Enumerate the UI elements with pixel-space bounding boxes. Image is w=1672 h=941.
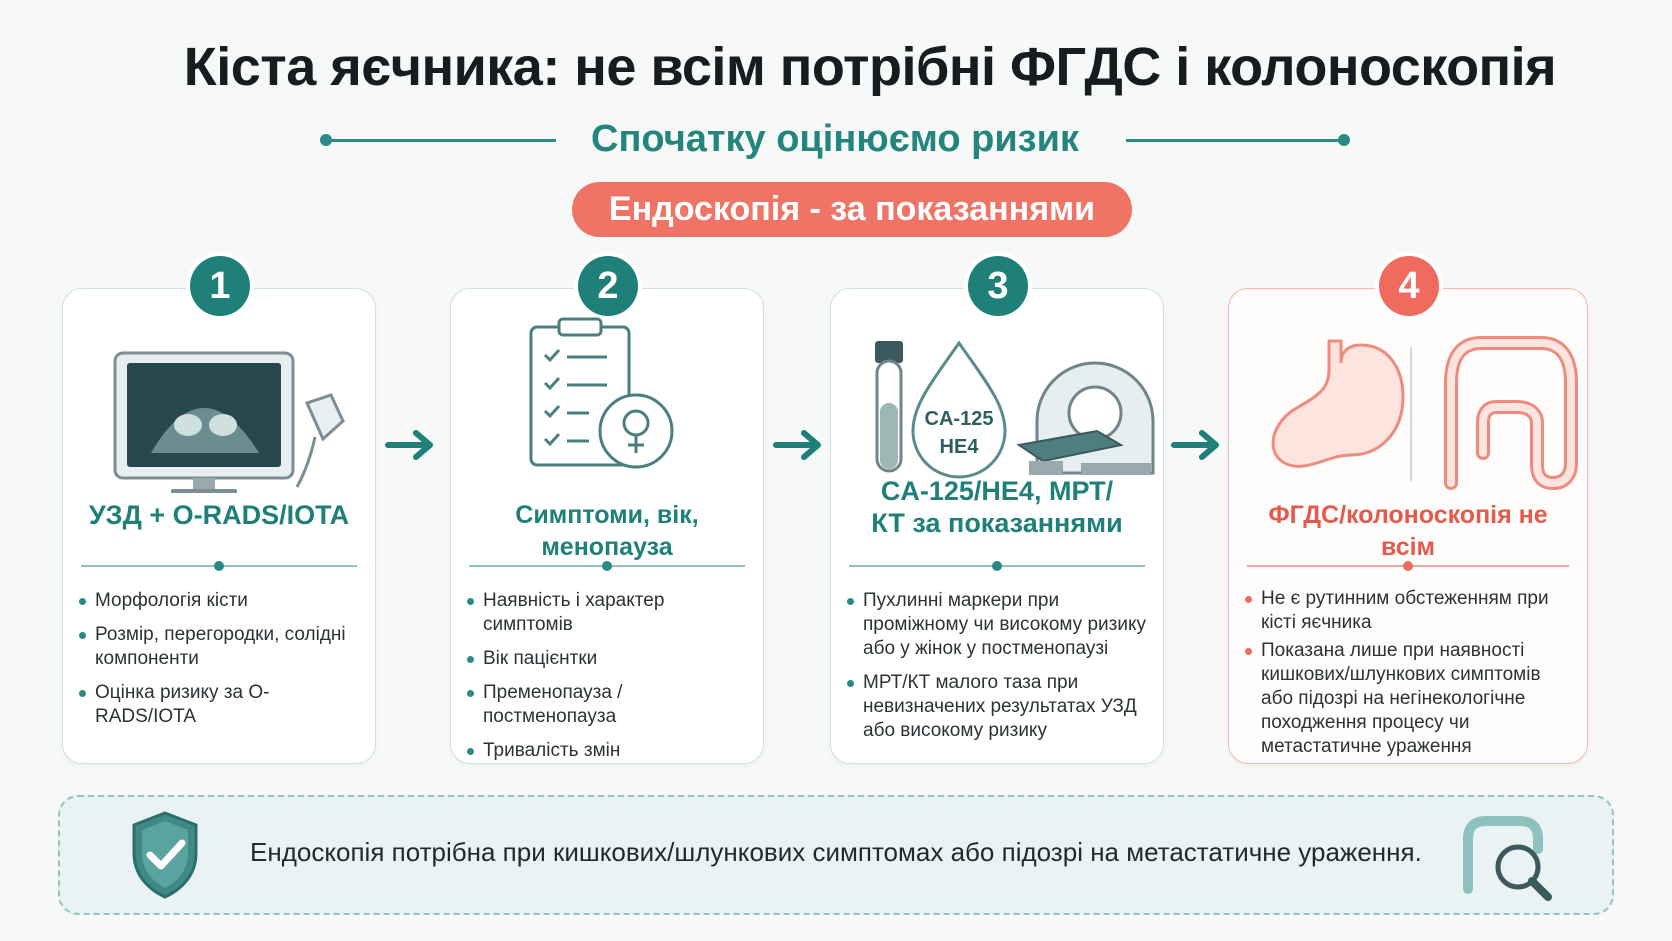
step-3-illustration: CA-125 HE4 <box>831 313 1163 493</box>
subtitle-right-line <box>1126 139 1344 142</box>
step-number-badge: 2 <box>578 256 638 316</box>
step-card-4: 4 ФГДС/колоноскопія не всім Не є рутинни… <box>1228 256 1588 764</box>
arrow-right-icon <box>773 430 821 460</box>
indication-pill: Ендоскопія - за показаннями <box>572 182 1132 237</box>
step-bullets: Не є рутинним обстеженням при кісті яєчн… <box>1245 587 1577 763</box>
shield-check-icon <box>132 811 198 899</box>
step-bullets: Наявність і характер симптомів Вік паціє… <box>467 589 753 773</box>
subtitle-left-line <box>326 139 556 142</box>
ultrasound-monitor-icon <box>113 351 295 494</box>
list-item: Не є рутинним обстеженням при кісті яєчн… <box>1245 587 1577 635</box>
drop-label-he4: HE4 <box>940 436 980 458</box>
step-title: ФГДС/колоноскопія не всім <box>1268 501 1548 561</box>
footer-note: Ендоскопія потрібна при кишкових/шлунков… <box>58 795 1614 915</box>
colon-magnifier-icon <box>1463 816 1552 901</box>
list-item: Показана лише при наявності кишкових/шлу… <box>1245 639 1577 759</box>
step-divider <box>81 561 357 571</box>
ct-scanner-icon <box>1016 361 1155 475</box>
step-title: УЗД + O-RADS/IOTA <box>88 500 350 530</box>
step-divider <box>849 561 1145 571</box>
footer-text: Ендоскопія потрібна при кишкових/шлунков… <box>250 837 1422 867</box>
ultrasound-probe-icon <box>295 393 345 488</box>
test-tube-icon <box>875 341 903 473</box>
female-symbol-icon <box>598 393 674 469</box>
list-item: Наявність і характер симптомів <box>467 589 753 637</box>
step-1-illustration <box>63 313 375 494</box>
step-2-illustration <box>451 313 763 493</box>
list-item: Розмір, перегородки, солідні компоненти <box>79 623 365 671</box>
step-number-badge: 1 <box>190 256 250 316</box>
list-item: МРТ/КТ малого таза при невизначених резу… <box>847 671 1153 743</box>
step-title: CA-125/HE4, МРТ/КТ за показаннями <box>871 476 1123 538</box>
arrow-right-icon <box>385 430 433 460</box>
subtitle-row: Спочатку оцінюємо ризик <box>320 118 1350 168</box>
stomach-icon <box>1271 339 1405 468</box>
step-number-badge: 4 <box>1379 256 1439 316</box>
blood-drop-icon: CA-125 HE4 <box>911 340 1007 479</box>
step-card-1: 1 УЗД + O-RADS/IOTA Морфологія кісти Роз… <box>62 256 376 764</box>
arrow-right-icon <box>1171 430 1219 460</box>
step-4-illustration <box>1229 313 1587 493</box>
list-item: Пухлинні маркери при проміжному чи висок… <box>847 589 1153 661</box>
step-title: Симптоми, вік, менопауза <box>515 501 699 561</box>
step-bullets: Морфологія кісти Розмір, перегородки, со… <box>79 589 365 739</box>
step-card-3: 3 CA-125 HE4 CA-125/HE4, МРТ/КТ за показ… <box>830 256 1164 764</box>
list-item: Морфологія кісти <box>79 589 365 613</box>
colon-icon <box>1444 336 1578 490</box>
step-card-2: 2 Симптоми, вік, менопауза Наявність і х… <box>450 256 764 764</box>
list-item: Пременопауза / постменопауза <box>467 681 753 729</box>
step-bullets: Пухлинні маркери при проміжному чи висок… <box>847 589 1153 747</box>
list-item: Тривалість змін <box>467 739 753 763</box>
page-title: Кіста яєчника: не всім потрібні ФГДС і к… <box>183 37 1557 97</box>
step-divider <box>469 561 745 571</box>
drop-label-ca125: CA-125 <box>925 408 994 430</box>
step-divider <box>1247 561 1569 571</box>
subtitle: Спочатку оцінюємо ризик <box>591 118 1079 160</box>
list-item: Вік пацієнтки <box>467 647 753 671</box>
step-number-badge: 3 <box>968 256 1028 316</box>
list-item: Оцінка ризику за O-RADS/IOTA <box>79 681 365 729</box>
subtitle-right-dot <box>1338 134 1350 146</box>
